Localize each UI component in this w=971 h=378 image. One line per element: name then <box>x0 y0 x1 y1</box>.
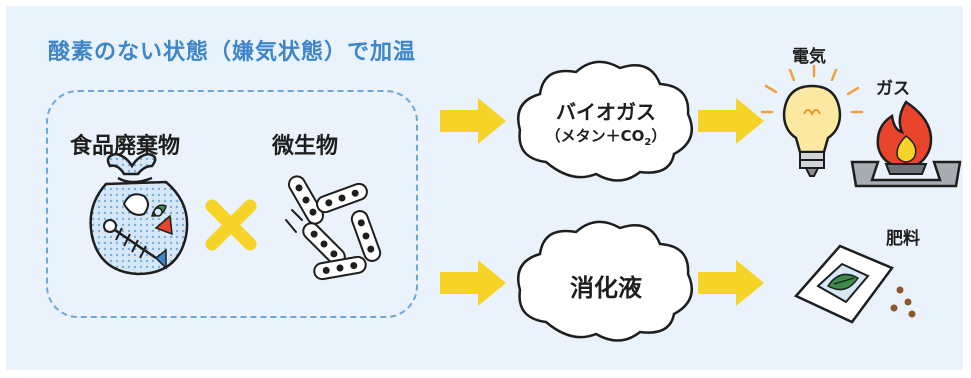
anaerobic-boundary <box>46 90 418 318</box>
biogas-cloud: バイオガス （メタン＋CO2） <box>522 100 690 155</box>
food-waste-bag-icon <box>89 152 189 276</box>
fertilizer-bag-icon <box>793 244 916 324</box>
gas-burner-icon <box>850 100 962 188</box>
diagram-panel: 酸素のない状態（嫌気状態）で加温 食品廃棄物 微生物 <box>6 6 963 370</box>
condition-heading: 酸素のない状態（嫌気状態）で加温 <box>48 40 417 65</box>
biogas-composition-suffix: ） <box>651 127 667 145</box>
microbes-icon <box>285 175 382 281</box>
microbes-label: 微生物 <box>272 134 339 159</box>
cross-icon <box>205 199 257 251</box>
biogas-composition-prefix: （メタン＋CO <box>545 127 645 145</box>
biogas-title: バイオガス <box>556 100 656 124</box>
biogas-composition-subscript: 2 <box>644 137 652 148</box>
fertilizer-label: 肥料 <box>886 229 920 249</box>
cloud-icon <box>517 60 693 342</box>
electricity-label: 電気 <box>792 47 826 67</box>
biogas-composition: （メタン＋CO2） <box>522 124 690 155</box>
diagram-graphics <box>89 60 962 342</box>
light-bulb-icon <box>760 64 864 177</box>
digestate-label: 消化液 <box>570 274 642 302</box>
gas-label: ガス <box>876 79 910 99</box>
arrow-icon <box>440 98 764 306</box>
food-waste-label: 食品廃棄物 <box>70 134 181 159</box>
